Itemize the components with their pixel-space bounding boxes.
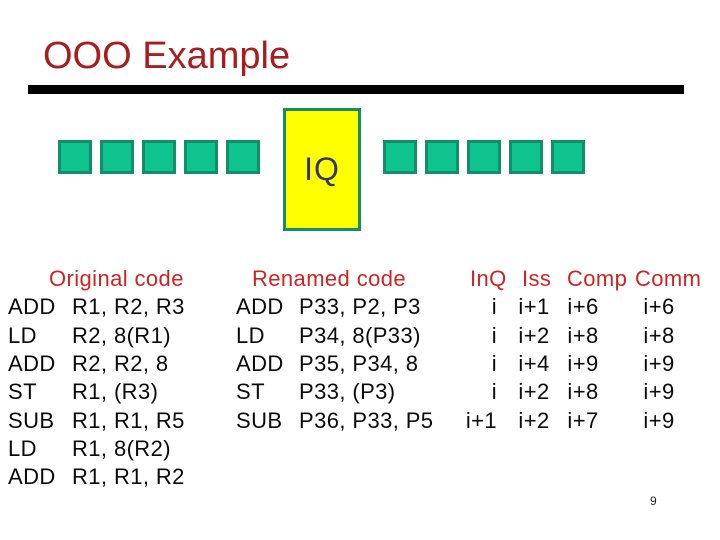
timing-iss: i+2: [518, 323, 550, 348]
timing-comm: i+8: [643, 323, 675, 348]
right-queue-slot-5: [551, 140, 585, 174]
timing-comm: i+9: [643, 379, 675, 404]
original-operands: R1, (R3): [72, 379, 159, 404]
left-queue-slot-4: [184, 140, 218, 174]
original-opcode: ADD: [8, 294, 56, 319]
timing-header-inq: InQ: [470, 266, 507, 291]
timing-inq: i: [491, 323, 497, 348]
table-header-row: Original code Renamed code InQ Iss Comp …: [0, 264, 720, 293]
original-operands: R1, 8(R2): [72, 436, 171, 461]
original-code-header: Original code: [49, 266, 184, 291]
renamed-code-header: Renamed code: [252, 266, 407, 291]
timing-comp: i+6: [567, 294, 599, 319]
renamed-opcode: LD: [236, 323, 265, 348]
renamed-operands: P36, P33, P5: [299, 408, 434, 433]
original-operands: R1, R1, R5: [72, 408, 185, 433]
page-number: 9: [650, 494, 657, 508]
timing-inq: i+1: [465, 408, 497, 433]
right-queue-slot-1: [383, 140, 417, 174]
timing-comp: i+8: [567, 323, 599, 348]
right-queue-slot-2: [425, 140, 459, 174]
timing-iss: i+2: [518, 408, 550, 433]
original-operands: R2, 8(R1): [72, 323, 171, 348]
left-queue-slot-1: [58, 140, 92, 174]
table-row: ADD R1, R2, R3 ADD P33, P2, P3 i i+1 i+6…: [0, 292, 720, 321]
renamed-operands: P33, P2, P3: [299, 294, 421, 319]
renamed-opcode: ST: [236, 379, 265, 404]
table-row: ADD R2, R2, 8 ADD P35, P34, 8 i i+4 i+9 …: [0, 349, 720, 378]
left-queue-slot-3: [142, 140, 176, 174]
timing-header-comp: Comp: [567, 266, 628, 291]
table-row: ADD R1, R1, R2: [0, 462, 720, 491]
timing-iss: i+2: [518, 379, 550, 404]
timing-comp: i+9: [567, 351, 599, 376]
original-operands: R1, R1, R2: [72, 464, 185, 489]
table-row: LD R2, 8(R1) LD P34, 8(P33) i i+2 i+8 i+…: [0, 321, 720, 350]
timing-comm: i+6: [643, 294, 675, 319]
table-row: LD R1, 8(R2): [0, 434, 720, 463]
left-queue-slot-2: [100, 140, 134, 174]
renamed-opcode: ADD: [236, 294, 284, 319]
title-underline-rule: [28, 85, 684, 94]
instruction-queue-label: IQ: [304, 151, 340, 187]
renamed-operands: P34, 8(P33): [299, 323, 421, 348]
table-row: ST R1, (R3) ST P33, (P3) i i+2 i+8 i+9: [0, 377, 720, 406]
instruction-queue-box: IQ: [283, 108, 361, 231]
timing-inq: i: [491, 379, 497, 404]
page-title: OOO Example: [43, 35, 291, 77]
timing-header-iss: Iss: [522, 266, 552, 291]
left-queue-slot-5: [226, 140, 260, 174]
timing-iss: i+4: [518, 351, 550, 376]
original-opcode: ADD: [8, 351, 56, 376]
original-operands: R1, R2, R3: [72, 294, 185, 319]
code-tables: Original code Renamed code InQ Iss Comp …: [0, 264, 720, 504]
timing-iss: i+1: [518, 294, 550, 319]
original-opcode: ST: [8, 379, 37, 404]
renamed-opcode: ADD: [236, 351, 284, 376]
original-opcode: LD: [8, 323, 37, 348]
original-opcode: SUB: [8, 408, 55, 433]
timing-comp: i+7: [567, 408, 599, 433]
original-opcode: LD: [8, 436, 37, 461]
original-operands: R2, R2, 8: [72, 351, 169, 376]
timing-comm: i+9: [643, 408, 675, 433]
right-queue-slot-4: [509, 140, 543, 174]
right-queue-slot-3: [467, 140, 501, 174]
renamed-opcode: SUB: [236, 408, 283, 433]
timing-header-comm: Comm: [635, 266, 702, 291]
timing-comp: i+8: [567, 379, 599, 404]
table-row: SUB R1, R1, R5 SUB P36, P33, P5 i+1 i+2 …: [0, 406, 720, 435]
timing-inq: i: [491, 294, 497, 319]
timing-comm: i+9: [643, 351, 675, 376]
timing-inq: i: [491, 351, 497, 376]
original-opcode: ADD: [8, 464, 56, 489]
renamed-operands: P33, (P3): [299, 379, 396, 404]
renamed-operands: P35, P34, 8: [299, 351, 419, 376]
